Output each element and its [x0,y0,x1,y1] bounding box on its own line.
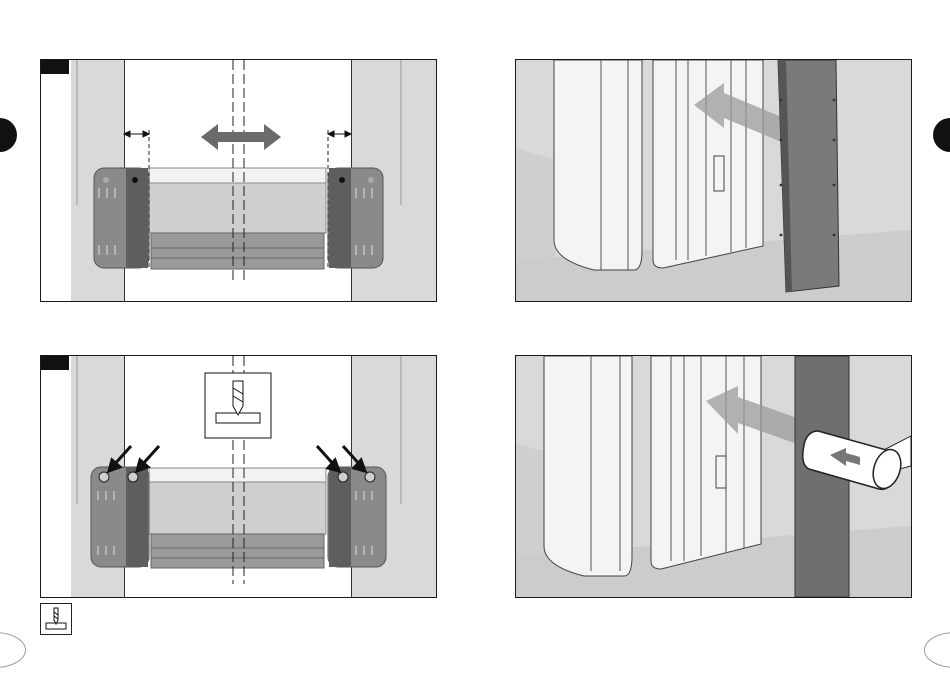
section-tab-left [0,118,17,152]
step-4-illustration [516,356,911,597]
drill-bit-icon [205,373,271,438]
section-tab-right [933,118,950,152]
step-panel-4 [515,355,912,598]
step-3-illustration [41,356,436,597]
step-2-illustration [516,60,911,301]
screw-arrow-icon [109,446,365,471]
page-curl-right [924,632,950,668]
step-panel-3 [40,355,437,598]
drill-note-icon [40,603,72,635]
step-panel-1 [40,59,437,302]
double-arrow-icon [201,124,281,150]
step-1-illustration [41,60,436,301]
step-panel-2 [515,59,912,302]
page-curl-left [0,632,26,668]
